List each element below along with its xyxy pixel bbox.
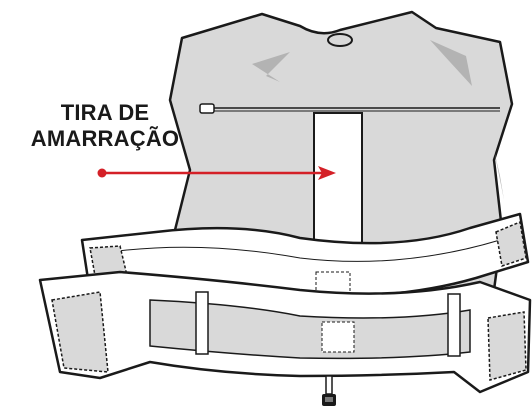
waist-belt-lower-left-tab xyxy=(51,291,109,373)
inflation-valve-cap-highlight xyxy=(325,397,333,402)
zipper-pull xyxy=(199,103,215,114)
velcro-patch-lower xyxy=(321,321,355,353)
waist-belt-upper-inner xyxy=(109,239,501,262)
inflation-valve-stem xyxy=(325,375,333,395)
belt-loop-right xyxy=(447,293,461,357)
neck-loop xyxy=(327,33,353,47)
waist-belt-upper-right-tab xyxy=(495,220,527,267)
waist-belt-lower-right-tab xyxy=(487,311,527,381)
waist-belt-lower-band xyxy=(149,299,471,360)
callout-label-line2: AMARRAÇÃO xyxy=(30,126,180,151)
callout-label: TIRA DE AMARRAÇÃO xyxy=(0,100,210,152)
belt-loop-left xyxy=(195,291,209,355)
shoulder-shade-left xyxy=(252,52,290,82)
shoulder-shade-right xyxy=(430,40,472,86)
callout-label-line1: TIRA DE xyxy=(60,100,150,125)
side-shade xyxy=(494,150,504,200)
callout-arrow-head xyxy=(318,166,336,180)
